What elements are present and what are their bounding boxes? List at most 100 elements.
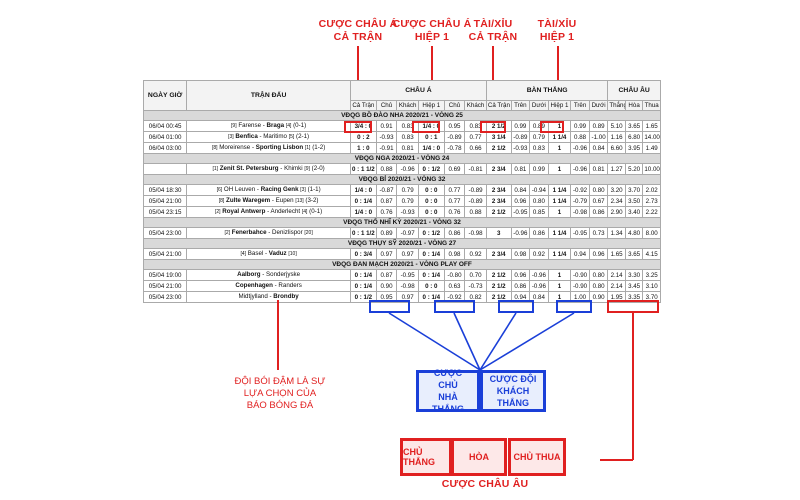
odds-cell[interactable]: 5.20 xyxy=(624,163,644,175)
odds-cell[interactable]: 1 xyxy=(547,142,572,154)
odds-cell[interactable]: 6.60 xyxy=(607,142,626,154)
odds-cell[interactable]: 0.97 xyxy=(396,248,419,260)
odds-cell[interactable]: 0.85 xyxy=(529,206,549,218)
odds-cell[interactable]: -0.95 xyxy=(570,227,590,239)
odds-cell[interactable]: 0.86 xyxy=(510,280,531,292)
odds-cell[interactable]: 2 1/2 xyxy=(485,291,512,303)
odds-cell[interactable]: 0 : 1/4 xyxy=(417,269,445,281)
odds-cell[interactable]: 3.25 xyxy=(642,269,661,281)
odds-cell[interactable]: -0.95 xyxy=(510,206,531,218)
odds-cell[interactable]: -0.95 xyxy=(396,269,419,281)
odds-cell[interactable]: 1/4 : 0 xyxy=(349,206,377,218)
odds-cell[interactable]: 3.20 xyxy=(607,184,626,196)
odds-cell[interactable]: 3.40 xyxy=(624,206,644,218)
odds-cell[interactable]: 0.63 xyxy=(443,280,466,292)
odds-cell[interactable]: 0.81 xyxy=(588,163,609,175)
odds-cell[interactable]: 2 1/2 xyxy=(485,206,512,218)
odds-cell[interactable]: 0.76 xyxy=(375,206,398,218)
odds-cell[interactable]: 14.00 xyxy=(642,131,661,143)
table-row[interactable]: 05/04 21:00[8] Zulte Waregem - Eupen [13… xyxy=(142,195,661,207)
odds-cell[interactable]: 0.77 xyxy=(464,131,487,143)
odds-cell[interactable]: 1/4 : 0 xyxy=(349,184,377,196)
odds-cell[interactable]: 0.95 xyxy=(443,120,466,132)
odds-cell[interactable]: 0.86 xyxy=(443,227,466,239)
odds-cell[interactable]: 0.98 xyxy=(443,248,466,260)
odds-cell[interactable]: 0.99 xyxy=(570,120,590,132)
odds-cell[interactable]: 1/4 : 0 xyxy=(417,120,445,132)
odds-cell[interactable]: 0 : 1/4 xyxy=(417,248,445,260)
table-row[interactable]: 05/04 21:00[4] Basel - Vaduz [10] 0 : 3/… xyxy=(142,248,661,260)
odds-cell[interactable]: 0.77 xyxy=(443,195,466,207)
odds-cell[interactable]: 1 xyxy=(547,280,572,292)
odds-cell[interactable]: 0 : 3/4 xyxy=(349,248,377,260)
odds-cell[interactable]: -0.96 xyxy=(529,280,549,292)
odds-cell[interactable]: -0.89 xyxy=(464,195,487,207)
odds-cell[interactable]: 1.34 xyxy=(607,227,626,239)
table-row[interactable]: [1] Zenit St. Petersburg - Khimki [9] (2… xyxy=(142,163,661,175)
odds-cell[interactable]: 0.83 xyxy=(396,131,419,143)
odds-cell[interactable]: 0.90 xyxy=(588,291,609,303)
odds-cell[interactable]: 0.83 xyxy=(396,120,419,132)
table-row[interactable]: 05/04 18:30[6] OH Leuven - Racing Genk [… xyxy=(142,184,661,196)
table-row[interactable]: 06/04 01:00[3] Benfica - Maritimo [5] (2… xyxy=(142,131,661,143)
odds-cell[interactable]: 2 1/2 xyxy=(485,142,512,154)
odds-cell[interactable]: -0.73 xyxy=(464,280,487,292)
odds-cell[interactable]: 0.81 xyxy=(510,163,531,175)
odds-cell[interactable]: -0.89 xyxy=(443,131,466,143)
odds-cell[interactable]: 0.91 xyxy=(375,120,398,132)
odds-cell[interactable]: -0.81 xyxy=(464,163,487,175)
odds-cell[interactable]: 2.90 xyxy=(607,206,626,218)
odds-cell[interactable]: -0.92 xyxy=(570,184,590,196)
odds-cell[interactable]: 3.35 xyxy=(624,291,644,303)
odds-cell[interactable]: 0.94 xyxy=(510,291,531,303)
odds-cell[interactable]: 3.65 xyxy=(624,248,644,260)
odds-cell[interactable]: -0.79 xyxy=(570,195,590,207)
odds-cell[interactable]: 0.92 xyxy=(529,248,549,260)
odds-cell[interactable]: 1 xyxy=(547,120,572,132)
odds-cell[interactable]: 0 : 0 xyxy=(417,206,445,218)
table-row[interactable]: 05/04 23:00 Midtjylland - Brondby 0 : 1/… xyxy=(142,291,661,303)
odds-cell[interactable]: 3 1/4 xyxy=(485,131,512,143)
odds-cell[interactable]: 1.00 xyxy=(570,291,590,303)
odds-cell[interactable]: -0.90 xyxy=(570,269,590,281)
odds-cell[interactable]: 10.00 xyxy=(642,163,661,175)
odds-cell[interactable]: -0.96 xyxy=(529,269,549,281)
odds-cell[interactable]: 3.70 xyxy=(624,184,644,196)
odds-cell[interactable]: 1 1/4 xyxy=(547,248,572,260)
odds-cell[interactable]: -0.96 xyxy=(570,142,590,154)
odds-cell[interactable]: 3.70 xyxy=(642,291,661,303)
odds-cell[interactable]: 0.84 xyxy=(588,142,609,154)
odds-cell[interactable]: 0.84 xyxy=(529,291,549,303)
odds-cell[interactable]: 2 1/2 xyxy=(485,269,512,281)
odds-cell[interactable]: 0.79 xyxy=(396,184,419,196)
odds-cell[interactable]: -0.98 xyxy=(570,206,590,218)
odds-cell[interactable]: 0 : 0 xyxy=(417,280,445,292)
odds-cell[interactable]: 0 : 1/2 xyxy=(417,163,445,175)
odds-cell[interactable]: -0.93 xyxy=(510,142,531,154)
odds-cell[interactable]: 2 3/4 xyxy=(485,248,512,260)
odds-cell[interactable]: -0.93 xyxy=(375,131,398,143)
odds-cell[interactable]: 0.66 xyxy=(464,142,487,154)
odds-cell[interactable]: 0.80 xyxy=(588,184,609,196)
odds-cell[interactable]: 0.99 xyxy=(510,120,531,132)
odds-cell[interactable]: 1 : 0 xyxy=(349,142,377,154)
odds-cell[interactable]: 1.27 xyxy=(607,163,626,175)
odds-cell[interactable]: 1 xyxy=(547,163,572,175)
odds-cell[interactable]: 1 xyxy=(547,291,572,303)
odds-cell[interactable]: 0.77 xyxy=(443,184,466,196)
odds-cell[interactable]: -0.91 xyxy=(375,142,398,154)
odds-cell[interactable]: 2.02 xyxy=(642,184,661,196)
odds-cell[interactable]: 1 xyxy=(547,269,572,281)
odds-cell[interactable]: 4.15 xyxy=(642,248,661,260)
odds-cell[interactable]: 3.45 xyxy=(624,280,644,292)
odds-cell[interactable]: 3.95 xyxy=(624,142,644,154)
odds-cell[interactable]: 0.82 xyxy=(464,291,487,303)
table-row[interactable]: 05/04 23:00[2] Fenerbahce - Denizlispor … xyxy=(142,227,661,239)
odds-cell[interactable]: 0.89 xyxy=(375,227,398,239)
odds-cell[interactable]: 0 : 1/4 xyxy=(349,195,377,207)
odds-cell[interactable]: 0.70 xyxy=(464,269,487,281)
odds-cell[interactable]: 0.89 xyxy=(529,120,549,132)
odds-cell[interactable]: 2.14 xyxy=(607,280,626,292)
odds-cell[interactable]: 0.87 xyxy=(375,195,398,207)
odds-cell[interactable]: 0 : 1/2 xyxy=(349,291,377,303)
